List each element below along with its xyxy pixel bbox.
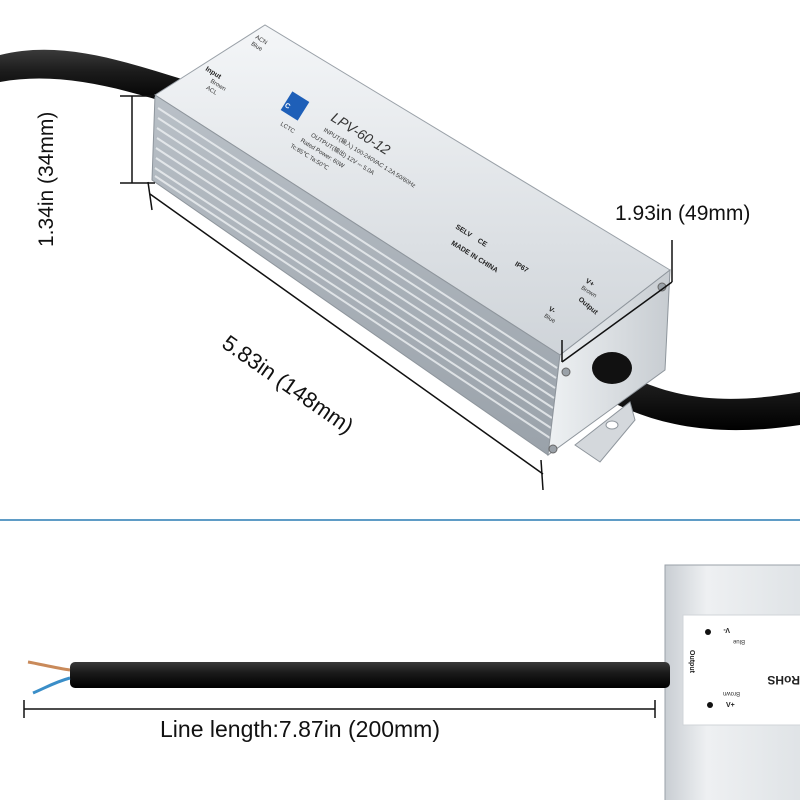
dimension-lines [120,95,673,491]
brown-wire [27,660,71,672]
input-wire-acn: ACN [254,35,268,47]
output-neg-color-top: Blue [543,313,557,325]
terminal-dots [705,629,713,708]
output-cable [590,360,800,431]
fin-lines [154,107,558,439]
input-cable [0,49,185,105]
blue-wire [32,676,71,695]
output-pos-bottom: V+ [726,702,735,709]
input-wire-acn-color: Blue [250,41,264,53]
line-length-dimension [23,700,656,718]
end-label-plate [682,614,800,726]
line-cable [70,662,670,688]
cable-gland [592,352,632,384]
input-wire-acl: ACL [205,85,219,97]
output-neg-top: V- [547,306,557,316]
output-pos-color-bottom: Brown [723,690,740,696]
output-neg-bottom: V- [723,626,730,633]
rohs-mark: RoHS [767,673,800,687]
output-neg-color-bottom: Blue [732,638,745,644]
output-title-bottom: Output [688,650,695,674]
height-dimension-label: 1.34in (34mm) [35,111,58,247]
width-dimension-label: 1.93in (49mm) [615,202,751,225]
line-length-label: Line length:7.87in (200mm) [160,716,440,742]
svg-text:C: C [283,102,291,111]
output-pos-top: V+ [584,278,595,289]
ce-mark: CE [476,238,488,249]
mounting-tab [574,401,636,463]
